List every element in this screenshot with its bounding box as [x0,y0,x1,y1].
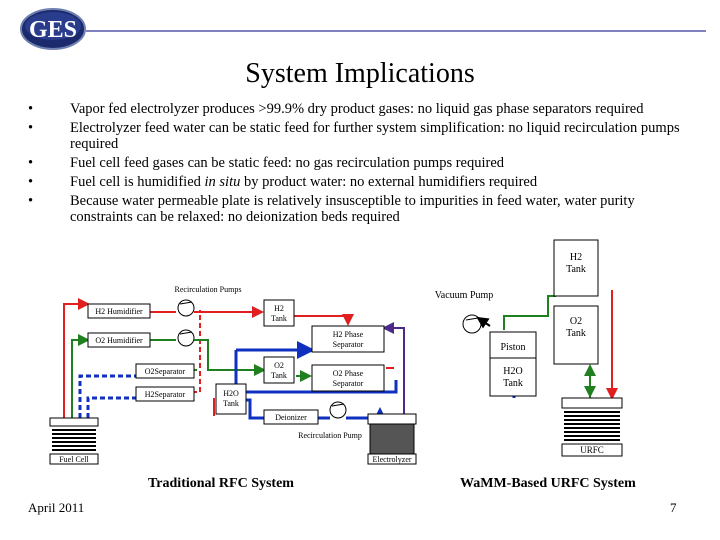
bullet-text: Vapor fed electrolyzer produces >99.9% d… [70,101,644,117]
label-h2-tank: Tank [566,264,586,275]
label-h2-tank: H2 [274,304,284,313]
fuel-cell-stack: Fuel Cell [49,417,99,465]
bullet-item: • Fuel cell feed gases can be static feed… [28,155,688,171]
h2-separator-box: H2Separator [135,386,195,402]
bullet-text: Fuel cell is humidified [70,174,205,190]
bullet-marker: • [28,174,34,190]
bullet-text: by product water: no external humidifier… [240,174,538,190]
label-h2-separator: H2Separator [145,390,186,399]
header-divider [86,30,706,32]
bullet-marker: • [28,120,34,136]
label-h2o-tank: Tank [223,399,239,408]
bullet-item: • Because water permeable plate is relati… [28,193,688,225]
label-h2o-tank: Tank [503,378,523,389]
bullet-text: Electrolyzer feed water can be static fe… [70,120,680,152]
electrolyzer-stack: Electrolyzer [367,413,417,465]
traditional-rfc-diagram: Recirculation Pumps H2 Humidi [49,285,417,465]
bullet-text: Fuel cell feed gases can be static feed:… [70,155,505,171]
o2-separator-box: O2Separator [135,363,195,379]
bullet-marker: • [28,101,34,117]
label-piston: Piston [500,342,525,353]
label-h2-phase-separator: H2 Phase [333,330,364,339]
pump-icon [177,299,195,317]
vacuum-pump-icon [462,314,482,334]
label-o2-separator: O2Separator [145,367,186,376]
h2-tank-box: H2 Tank [553,239,599,297]
bullet-item: • Fuel cell is humidified in situ by prod… [28,174,688,190]
o2-humidifier-box: O2 Humidifier [87,332,151,348]
wamm-urfc-diagram: Vacuum Pump H2 Tank O2 Tank Piston H2O T [435,239,623,457]
page-number: 7 [670,500,677,515]
bullet-text-italic: in situ [204,174,241,190]
o2-phase-separator-box: O2 Phase Separator [311,364,385,392]
label-o2-tank: O2 [570,316,582,327]
pump-icon [177,329,195,347]
label-h2o-tank: H2O [503,366,522,377]
label-fuel-cell: Fuel Cell [59,455,89,464]
piston-box: Piston [489,331,537,359]
label-o2-tank: Tank [566,328,586,339]
ges-logo: GES [20,8,86,50]
bullet-item: • Vapor fed electrolyzer produces >99.9% … [28,101,688,117]
caption-traditional-rfc: Traditional RFC System [148,476,294,491]
label-recirculation-pumps: Recirculation Pumps [175,285,242,294]
bullet-item: • Electrolyzer feed water can be static f… [28,120,688,152]
label-h2-phase-separator: Separator [333,340,364,349]
urfc-stack: URFC [561,397,623,457]
label-h2-humidifier: H2 Humidifier [95,307,143,316]
label-electrolyzer: Electrolyzer [372,455,411,464]
footer-date: April 2011 [28,500,85,515]
o2-tank-box: O2 Tank [263,356,295,384]
slide-title: System Implications [245,58,475,89]
label-o2-tank: Tank [271,371,287,380]
label-recirculation-pump: Recirculation Pump [298,431,362,440]
label-urfc: URFC [580,445,604,455]
h2o-tank-box: H2O Tank [215,383,247,415]
label-o2-phase-separator: Separator [333,379,364,388]
label-o2-phase-separator: O2 Phase [333,369,364,378]
deionizer-box: Deionizer [263,409,319,425]
label-h2-tank: H2 [570,252,582,263]
bullet-text: Because water permeable plate is relativ… [70,193,635,225]
pump-icon [329,401,347,419]
label-vacuum-pump: Vacuum Pump [435,290,494,301]
label-h2-tank: Tank [271,314,287,323]
h2-tank-box: H2 Tank [263,299,295,327]
o2-tank-box: O2 Tank [553,305,599,365]
bullet-marker: • [28,155,34,171]
h2-humidifier-box: H2 Humidifier [87,303,151,319]
label-h2o-tank: H2O [223,389,239,398]
h2o-tank-box: H2O Tank [489,357,537,397]
label-deionizer: Deionizer [275,413,307,422]
bullet-marker: • [28,193,34,209]
label-o2-tank: O2 [274,361,284,370]
logo-text: GES [29,17,77,43]
h2-phase-separator-box: H2 Phase Separator [311,325,385,353]
bullet-list: • Vapor fed electrolyzer produces >99.9% … [28,101,688,228]
caption-wamm-urfc: WaMM-Based URFC System [460,476,636,491]
label-o2-humidifier: O2 Humidifier [95,336,143,345]
